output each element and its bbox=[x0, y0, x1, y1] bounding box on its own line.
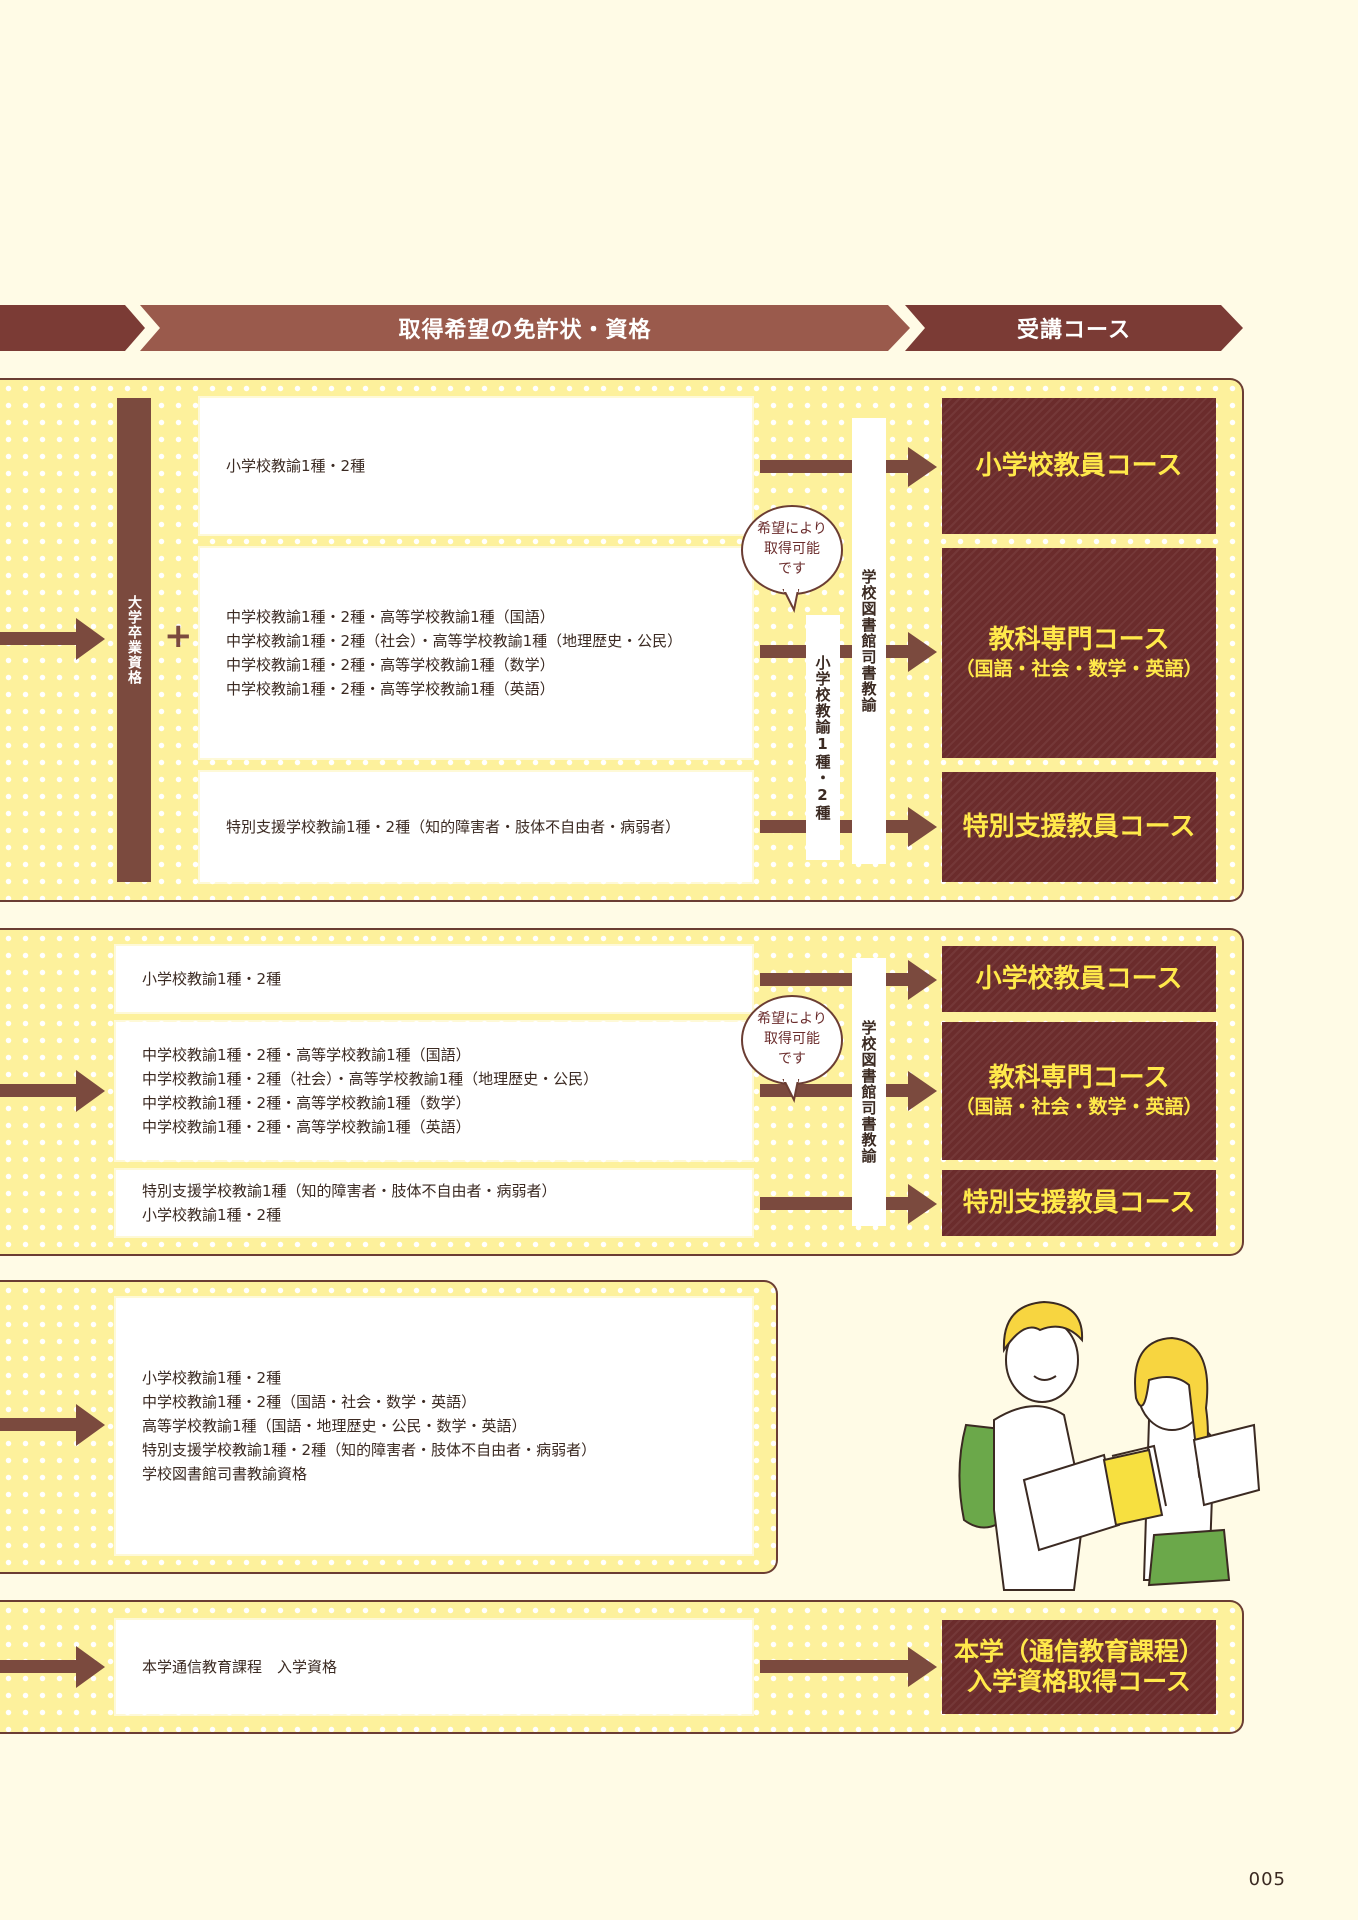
s2-library-label: 学校図書館司書教諭 bbox=[852, 958, 886, 1226]
course-name: 教科専門コース bbox=[988, 625, 1170, 655]
s1-bubble: 希望により 取得可能 です bbox=[740, 504, 844, 614]
s2-box-line: 中学校教諭1種・2種（社会）・高等学校教諭1種（地理歴史・公民） bbox=[142, 1070, 599, 1088]
s1-box-elementary: 小学校教諭1種・2種 bbox=[200, 398, 752, 534]
s2-box-elementary: 小学校教諭1種・2種 bbox=[116, 946, 752, 1012]
course-name: 特別支援教員コース bbox=[962, 812, 1196, 842]
s1-box-line: 中学校教諭1種・2種・高等学校教諭1種（国語） bbox=[226, 608, 555, 626]
s2-box-subject: 中学校教諭1種・2種・高等学校教諭1種（国語） 中学校教諭1種・2種（社会）・高… bbox=[116, 1022, 752, 1160]
header-left-banner bbox=[0, 305, 145, 351]
s3-box-line: 高等学校教諭1種（国語・地理歴史・公民・数学・英語） bbox=[142, 1417, 527, 1435]
s1-box-line: 中学校教諭1種・2種・高等学校教諭1種（数学） bbox=[226, 656, 555, 674]
s2-box-line: 中学校教諭1種・2種・高等学校教諭1種（数学） bbox=[142, 1094, 471, 1112]
s1-box-line: 中学校教諭1種・2種（社会）・高等学校教諭1種（地理歴史・公民） bbox=[226, 632, 683, 650]
header-course-banner: 受講コース bbox=[905, 305, 1243, 351]
header-license-label: 取得希望の免許状・資格 bbox=[398, 318, 652, 343]
section1-entry-arrow bbox=[0, 614, 108, 668]
degree-label: 大学卒業資格 bbox=[117, 398, 151, 882]
s1-course-subject[interactable]: 教科専門コース （国語・社会・数学・英語） bbox=[942, 548, 1216, 758]
s1-bubble-text: 希望により 取得可能 です bbox=[757, 521, 827, 577]
course-name: 特別支援教員コース bbox=[962, 1188, 1196, 1218]
s3-box-line: 小学校教諭1種・2種 bbox=[142, 1369, 282, 1387]
s3-box: 小学校教諭1種・2種 中学校教諭1種・2種（国語・社会・数学・英語） 高等学校教… bbox=[116, 1298, 752, 1554]
s4-arrow bbox=[760, 1645, 940, 1693]
s4-box-line: 本学通信教育課程 入学資格 bbox=[142, 1658, 338, 1676]
course-name: 教科専門コース bbox=[988, 1063, 1170, 1093]
s3-box-line: 特別支援学校教諭1種・2種（知的障害者・肢体不自由者・病弱者） bbox=[142, 1441, 597, 1459]
header-course-label: 受講コース bbox=[1017, 318, 1131, 343]
s1-box-line: 小学校教諭1種・2種 bbox=[226, 457, 366, 475]
course-sub: （国語・社会・数学・英語） bbox=[955, 658, 1203, 680]
s2-box-line: 中学校教諭1種・2種・高等学校教諭1種（英語） bbox=[142, 1118, 471, 1136]
s2-box-line: 小学校教諭1種・2種 bbox=[142, 970, 282, 988]
s2-course-subject[interactable]: 教科専門コース （国語・社会・数学・英語） bbox=[942, 1022, 1216, 1160]
course-name: 小学校教員コース bbox=[975, 964, 1183, 994]
s2-arrow-3 bbox=[760, 1182, 940, 1230]
s4-box: 本学通信教育課程 入学資格 bbox=[116, 1620, 752, 1714]
course-name: 小学校教員コース bbox=[975, 451, 1183, 481]
s4-course[interactable]: 本学（通信教育課程） 入学資格取得コース bbox=[942, 1620, 1216, 1714]
s1-box-subject: 中学校教諭1種・2種・高等学校教諭1種（国語） 中学校教諭1種・2種（社会）・高… bbox=[200, 548, 752, 758]
s2-box-special: 特別支援学校教諭1種（知的障害者・肢体不自由者・病弱者） 小学校教諭1種・2種 bbox=[116, 1170, 752, 1236]
s2-course-elementary[interactable]: 小学校教員コース bbox=[942, 946, 1216, 1012]
s2-course-special[interactable]: 特別支援教員コース bbox=[942, 1170, 1216, 1236]
s1-arrow-1 bbox=[760, 445, 940, 493]
students-illustration bbox=[944, 1280, 1264, 1604]
s1-box-special: 特別支援学校教諭1種・2種（知的障害者・肢体不自由者・病弱者） bbox=[200, 772, 752, 882]
page-number: 005 bbox=[1248, 1869, 1286, 1890]
s1-elementary-label: 小学校教諭1種・2種 bbox=[806, 615, 840, 860]
s1-arrow-3 bbox=[760, 805, 940, 853]
s3-box-line: 中学校教諭1種・2種（国語・社会・数学・英語） bbox=[142, 1393, 477, 1411]
s1-arrow-2 bbox=[760, 630, 940, 678]
s1-box-line: 中学校教諭1種・2種・高等学校教諭1種（英語） bbox=[226, 680, 555, 698]
s1-box-line: 特別支援学校教諭1種・2種（知的障害者・肢体不自由者・病弱者） bbox=[226, 818, 681, 836]
plus-sign: + bbox=[164, 616, 193, 656]
course-sub: （国語・社会・数学・英語） bbox=[955, 1096, 1203, 1118]
s1-course-elementary[interactable]: 小学校教員コース bbox=[942, 398, 1216, 534]
course-name-line1: 本学（通信教育課程） bbox=[953, 1637, 1204, 1666]
s2-box-line: 小学校教諭1種・2種 bbox=[142, 1206, 282, 1224]
section2-entry-arrow bbox=[0, 1066, 108, 1120]
course-name-line2: 入学資格取得コース bbox=[967, 1667, 1191, 1696]
s2-box-line: 中学校教諭1種・2種・高等学校教諭1種（国語） bbox=[142, 1046, 471, 1064]
header-license-banner: 取得希望の免許状・資格 bbox=[140, 305, 910, 351]
s2-box-line: 特別支援学校教諭1種（知的障害者・肢体不自由者・病弱者） bbox=[142, 1182, 557, 1200]
s2-bubble: 希望により 取得可能 です bbox=[740, 994, 844, 1104]
s1-course-special[interactable]: 特別支援教員コース bbox=[942, 772, 1216, 882]
section3-entry-arrow bbox=[0, 1400, 108, 1454]
s1-library-label: 学校図書館司書教諭 bbox=[852, 418, 886, 864]
section4-entry-arrow bbox=[0, 1642, 108, 1696]
s3-box-line: 学校図書館司書教諭資格 bbox=[142, 1465, 308, 1483]
s2-bubble-text: 希望により 取得可能 です bbox=[757, 1011, 827, 1067]
